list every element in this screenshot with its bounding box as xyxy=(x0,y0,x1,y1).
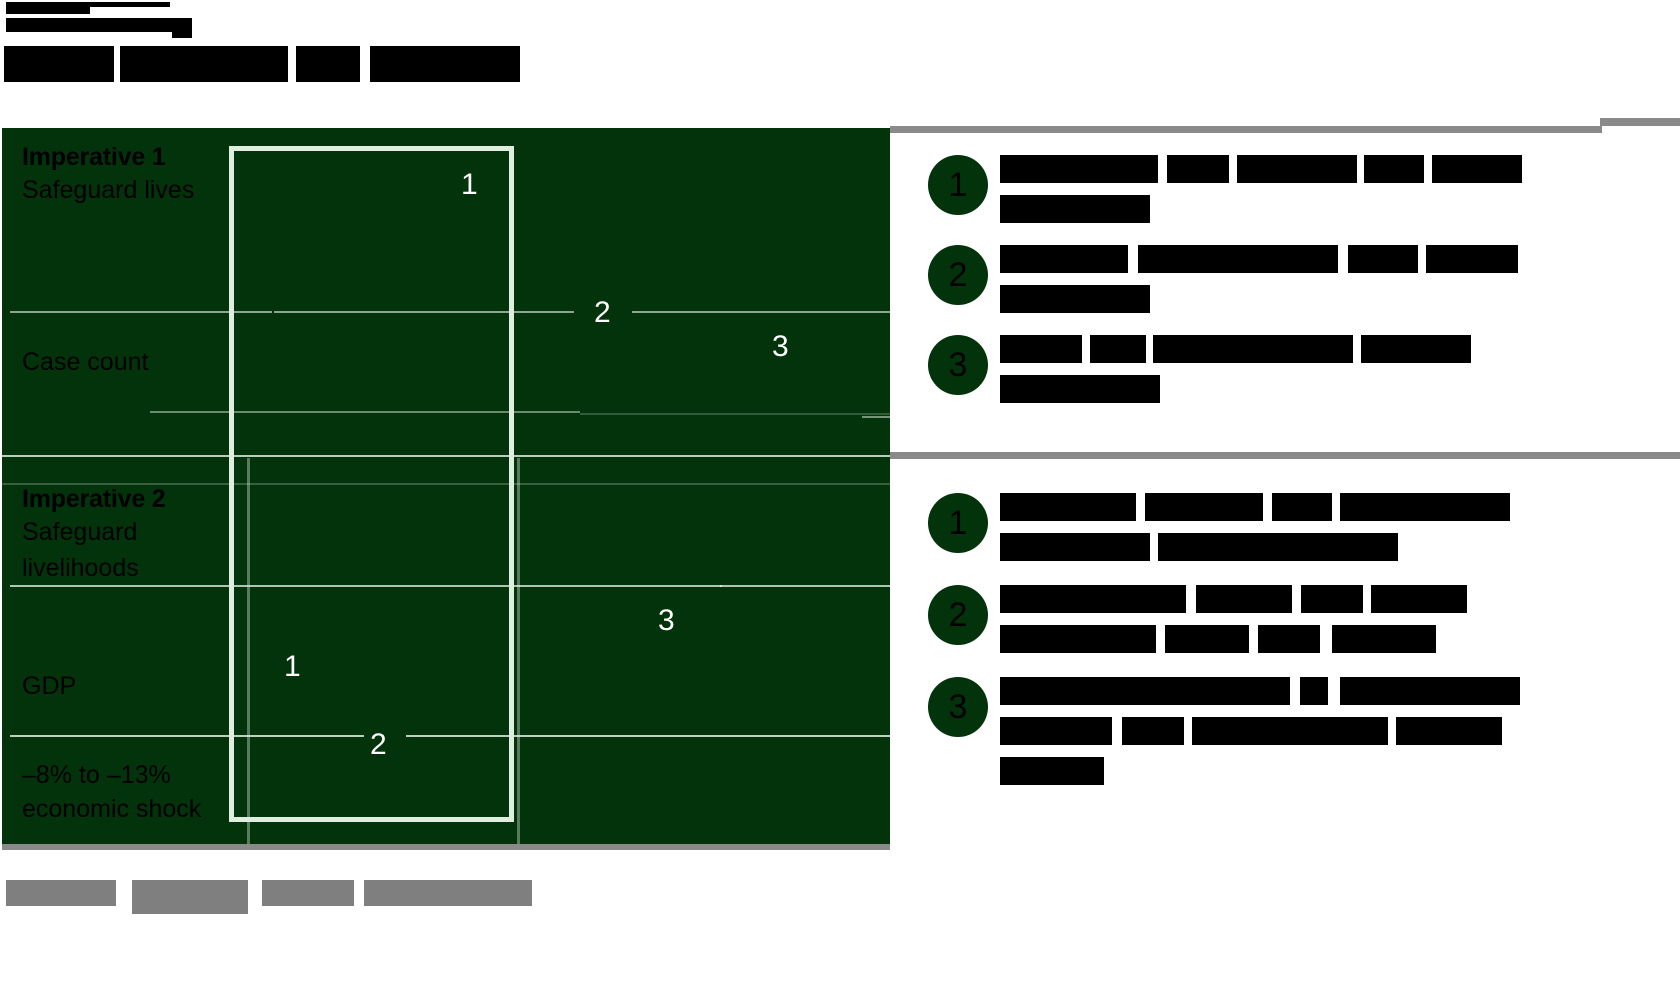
list-item-text xyxy=(1000,155,1660,223)
list-item-text xyxy=(1000,585,1660,653)
chart-panel: Imperative 1 Safeguard lives Case count … xyxy=(2,128,890,844)
chart1-gridline-f xyxy=(862,416,890,418)
imperative-1-heading: Imperative 1 xyxy=(22,143,166,171)
badge-number: 2 xyxy=(928,585,988,645)
chart1-gridline-e xyxy=(580,413,890,415)
recommendations-panel: 1 2 3 xyxy=(890,133,1680,850)
imperative-1-block: Imperative 1 Safeguard lives xyxy=(22,142,194,208)
imperative-1-subheading: Safeguard lives xyxy=(22,176,195,204)
chart-panel-bottom-rule xyxy=(2,844,890,850)
list-item-text xyxy=(1000,245,1660,313)
chart1-gridline-d xyxy=(150,411,580,413)
badge-number: 3 xyxy=(928,677,988,737)
source-note xyxy=(6,880,532,914)
imperative-2-block: Imperative 2 Safeguard livelihoods xyxy=(22,484,252,586)
chart2-vertical-gridline-1 xyxy=(247,458,250,844)
list-item-text xyxy=(1000,335,1660,403)
chart-annotation-2-1: 1 xyxy=(284,650,301,683)
badge-number: 3 xyxy=(928,335,988,395)
list-item-text xyxy=(1000,493,1660,561)
chart2-gridline-c xyxy=(720,585,890,587)
chart2-gridline-a xyxy=(10,585,260,587)
chart-annotation-1-2: 2 xyxy=(594,296,611,329)
list-item-text xyxy=(1000,677,1660,785)
recommendations-section-divider xyxy=(890,452,1680,459)
header-rule-extension xyxy=(1600,118,1680,126)
figure-title xyxy=(4,46,520,84)
chart1-gridline-c xyxy=(632,311,890,313)
chart-annotation-2-3: 3 xyxy=(658,604,675,637)
metric-label-gdp: GDP xyxy=(22,672,77,700)
chart1-gridline-a xyxy=(10,311,272,313)
figure-label xyxy=(6,2,192,38)
badge-number: 1 xyxy=(928,155,988,215)
imperative-2-subheading: Safeguard livelihoods xyxy=(22,518,139,582)
chart1-gridline-b xyxy=(274,311,574,313)
badge-number: 1 xyxy=(928,493,988,553)
metric-value-economic-shock: –8% to –13% economic shock xyxy=(22,761,202,823)
chart-annotation-1-1: 1 xyxy=(461,168,478,201)
highlight-rectangle[interactable] xyxy=(229,146,514,822)
chart2-gridline-e xyxy=(406,735,890,737)
header-rule xyxy=(890,126,1602,133)
chart2-gridline-b xyxy=(260,585,722,587)
badge-number: 2 xyxy=(928,245,988,305)
recommendations-section-1: 1 2 3 xyxy=(890,133,1680,452)
chart-annotation-2-2: 2 xyxy=(370,728,387,761)
recommendations-section-2: 1 2 3 xyxy=(890,463,1680,843)
imperative-2-heading: Imperative 2 xyxy=(22,485,166,513)
metric-label-case-count: Case count xyxy=(22,348,149,376)
chart-annotation-1-3: 3 xyxy=(772,330,789,363)
chart2-vertical-gridline-2 xyxy=(517,458,520,844)
chart2-gridline-d xyxy=(10,735,364,737)
gridline-minor-1 xyxy=(2,483,890,485)
panel-separator xyxy=(2,455,890,457)
